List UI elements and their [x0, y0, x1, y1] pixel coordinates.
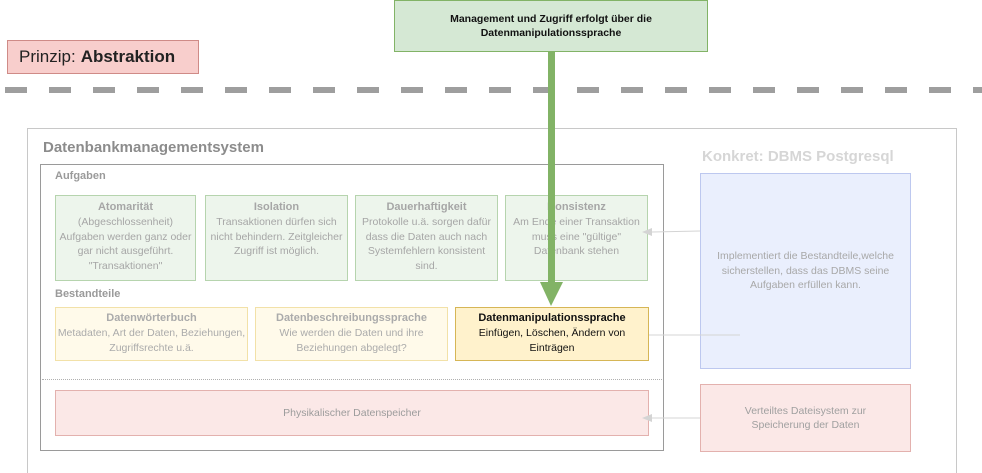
component-title: Datenwörterbuch [106, 312, 197, 324]
dotted-separator [42, 379, 662, 380]
dml-access-note: Management und Zugriff erfolgt über die … [394, 0, 708, 52]
task-title: Konsistenz [547, 201, 606, 213]
dbms-inner-frame [40, 164, 664, 451]
component-title: Datenbeschreibungssprache [276, 312, 427, 324]
component-text: Wie werden die Daten und ihre Beziehunge… [279, 327, 424, 354]
tasks-label: Aufgaben [55, 170, 106, 182]
task-text: (Abgeschlossenheit) Aufgaben werden ganz… [59, 216, 192, 272]
task-text: Protokolle u.ä. sorgen dafür dass die Da… [362, 216, 491, 272]
distributed-filesystem: Verteiltes Dateisystem zur Speicherung d… [700, 384, 911, 452]
principle-label: Prinzip: [19, 47, 76, 66]
dbms-outer-frame [27, 128, 957, 473]
task-isolation: Isolation Transaktionen dürfen sich nich… [205, 195, 348, 281]
task-consistency: Konsistenz Am Ende einer Transaktion mus… [505, 195, 648, 281]
component-dml: Datenmanipulationssprache Einfügen, Lösc… [455, 307, 649, 361]
task-title: Isolation [253, 201, 300, 213]
component-text: Metadaten, Art der Daten, Beziehungen, Z… [57, 327, 246, 354]
component-title: Datenmanipulationssprache [478, 312, 626, 324]
task-title: Dauerhaftigkeit [386, 201, 467, 213]
component-ddl: Datenbeschreibungssprache Wie werden die… [255, 307, 448, 361]
components-label: Bestandteile [55, 288, 121, 300]
component-data-dictionary: Datenwörterbuch Metadaten, Art der Daten… [55, 307, 248, 361]
concrete-title: Konkret: DBMS Postgresql [702, 148, 894, 165]
component-text: Einfügen, Löschen, Ändern von Einträgen [478, 327, 626, 354]
task-text: Am Ende einer Transaktion muss eine "gül… [513, 216, 640, 258]
dbms-title: Datenbankmanagementsystem [43, 139, 264, 156]
physical-storage: Physikalischer Datenspeicher [55, 390, 649, 436]
task-text: Transaktionen dürfen sich nicht behinder… [210, 216, 343, 258]
principle-value: Abstraktion [80, 47, 176, 66]
task-atomicity: Atomarität (Abgeschlossenheit) Aufgaben … [55, 195, 196, 281]
principle-box: Prinzip: Abstraktion [7, 40, 199, 74]
task-title: Atomarität [97, 201, 153, 213]
task-durability: Dauerhaftigkeit Protokolle u.ä. sorgen d… [355, 195, 498, 281]
postgres-implementation: Implementiert die Bestandteile,welche si… [700, 173, 911, 369]
